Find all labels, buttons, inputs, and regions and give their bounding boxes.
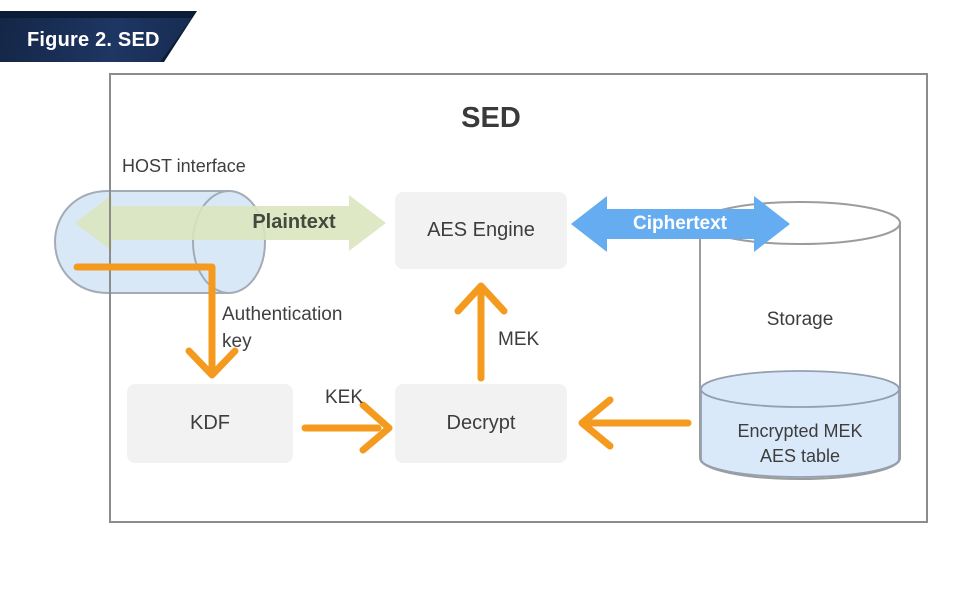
decrypt-node: Decrypt [395, 384, 567, 463]
ciphertext-label: Ciphertext [633, 213, 727, 234]
kdf-node: KDF [127, 384, 293, 463]
diagram-title: SED [461, 102, 521, 134]
plaintext-label: Plaintext [252, 211, 336, 233]
figure-banner-plate [0, 18, 192, 62]
kek-label: KEK [324, 387, 364, 408]
encrypted-mek-to-decrypt-arrow [578, 396, 692, 450]
kek-arrow [301, 401, 393, 454]
host-interface-label: HOST interface [122, 156, 246, 176]
mek-label: MEK [498, 329, 540, 350]
kdf-label: KDF [190, 412, 230, 434]
aes-engine-node: AES Engine [395, 192, 567, 269]
mek-arrow [454, 282, 508, 382]
ciphertext-arrow [571, 196, 790, 252]
figure-banner: Figure 2. SED [0, 0, 210, 66]
authentication-key-arrow [73, 263, 239, 379]
storage-label: Storage [766, 309, 834, 330]
sed-frame [109, 73, 928, 523]
authentication-key-label: Authentication key [222, 304, 343, 352]
encrypted-mek-label-line1: Encrypted MEK [737, 421, 863, 441]
encrypted-mek-label: Encrypted MEK AES table [700, 419, 900, 469]
aes-engine-label: AES Engine [427, 219, 535, 241]
figure-label: Figure 2. SED [27, 29, 160, 51]
encrypted-mek-label-line2: AES table [759, 446, 841, 466]
plaintext-arrow [75, 195, 386, 251]
encrypted-mek-cylinder [700, 370, 900, 478]
decrypt-label: Decrypt [446, 412, 516, 434]
